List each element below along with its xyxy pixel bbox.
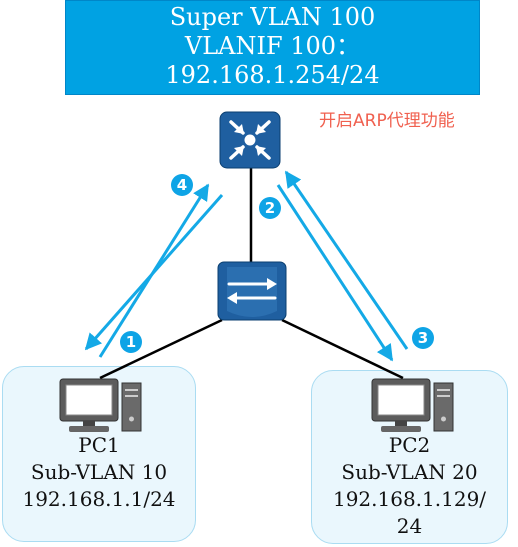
step-badge-3: 3 <box>412 327 434 349</box>
banner-ip: 192.168.1.254/24 <box>165 61 380 89</box>
link-access-to-pc1 <box>99 318 223 380</box>
pc-icon <box>371 378 454 432</box>
pc1-vlan: Sub-VLAN 10 <box>30 460 168 484</box>
pc2-name: PC2 <box>388 433 431 457</box>
pc1-name: PC1 <box>78 433 120 457</box>
super-vlan-banner: Super VLAN 100 VLANIF 100： 192.168.1.254… <box>65 0 480 95</box>
pc1-ip: 192.168.1.1/24 <box>22 487 176 511</box>
pc2-vlan: Sub-VLAN 20 <box>341 460 478 484</box>
l2-switch-icon <box>217 261 287 321</box>
arp-proxy-note: 开启ARP代理功能 <box>319 111 455 131</box>
arrow-step-1 <box>84 194 224 351</box>
link-access-to-pc2 <box>281 318 404 380</box>
pc2-ip-line1: 192.168.1.129/ <box>332 487 487 511</box>
banner-vlanif: VLANIF 100： <box>184 32 361 60</box>
l3-switch-icon <box>219 111 281 169</box>
pc-icon <box>59 378 142 432</box>
step-badge-4: 4 <box>171 174 193 196</box>
pc2-label: PC2 Sub-VLAN 20 192.168.1.129/ 24 <box>311 432 508 540</box>
arrow-step-3 <box>284 170 409 350</box>
arrow-step-2 <box>276 184 394 362</box>
pc1-label: PC1 Sub-VLAN 10 192.168.1.1/24 <box>2 432 196 513</box>
step-badge-1: 1 <box>120 331 142 353</box>
step-badge-2: 2 <box>259 197 281 219</box>
banner-title: Super VLAN 100 <box>169 3 376 31</box>
pc2-ip-line2: 24 <box>396 514 423 538</box>
